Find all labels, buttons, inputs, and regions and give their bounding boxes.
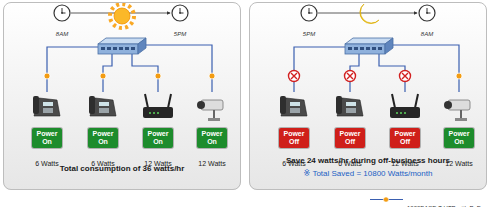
wattage-text: 6 Watts: [35, 160, 58, 167]
panel-summary-text: Save 24 watts/hr during off-business hou…: [250, 156, 486, 166]
power-status-text: Power On: [199, 130, 225, 146]
day-timeline: [54, 5, 70, 21]
legend-swatch: [370, 197, 403, 202]
poe-dot: [456, 73, 462, 79]
poe-wires: [294, 47, 345, 92]
power-cut-mark: [402, 73, 408, 79]
legend-text: 1000BASE-T UTP with PoE: [407, 205, 481, 207]
powered-device: [197, 100, 223, 121]
poe-dot: [100, 73, 106, 79]
power-cut-mark: [345, 71, 356, 82]
panel-ground: [3, 2, 241, 190]
power-status-box: Power Off12 Watts: [390, 128, 420, 148]
legend-swatch: [383, 197, 388, 202]
time-label: 8AM: [421, 31, 433, 37]
night-timeline: [301, 5, 317, 21]
day-timeline: [172, 5, 188, 21]
scenario-panel: Power On6 WattsPower On6 WattsPower On12…: [3, 2, 241, 190]
power-cut-mark: [347, 73, 353, 79]
summary-holder: Total consumption of 36 watts/hr: [4, 164, 240, 174]
power-status-text: Power On: [90, 130, 116, 146]
power-status-text: Power On: [145, 130, 171, 146]
poe-dot: [209, 73, 215, 79]
power-status-text: Power On: [446, 130, 472, 146]
night-timeline: [419, 5, 435, 21]
time-label-holder: 8AM: [421, 22, 433, 40]
powered-device: [89, 96, 116, 116]
powered-device: [33, 94, 470, 121]
power-cut-mark: [289, 71, 411, 82]
poe-wires: [132, 54, 158, 92]
power-status-text: Power On: [34, 130, 60, 146]
power-status-box: Power Off6 Watts: [279, 128, 309, 148]
power-status-box: Power Off6 Watts: [335, 128, 365, 148]
panel-ground: [249, 2, 487, 190]
network-switch: [98, 38, 393, 54]
powered-device: [33, 96, 60, 116]
time-label-holder: 5PM: [174, 22, 186, 40]
night-timeline: [301, 4, 435, 24]
day-timeline: [110, 4, 134, 28]
time-label: 5PM: [174, 31, 186, 37]
time-label: 8AM: [56, 31, 68, 37]
power-cut-mark: [289, 71, 300, 82]
panel-summary-text: ※ Total Saved = 10800 Watts/month: [250, 169, 486, 179]
day-timeline: [54, 4, 188, 28]
poe-wires: [393, 45, 459, 92]
wattage-holder: 6 Watts: [35, 152, 58, 170]
network-switch: [98, 38, 146, 54]
powered-device: [143, 94, 173, 118]
poe-dot: [44, 73, 50, 79]
day-timeline: [114, 8, 130, 24]
powered-device: [390, 94, 420, 118]
time-label-holder: 8AM: [56, 22, 68, 40]
network-switch: [345, 38, 393, 54]
time-label: 5PM: [303, 31, 315, 37]
powered-device: [280, 96, 307, 116]
night-timeline: [360, 4, 379, 24]
scenario-panel: Power Off6 WattsPower Off6 WattsPower Of…: [249, 2, 487, 190]
summary-holder: Save 24 watts/hr during off-business hou…: [250, 156, 486, 166]
powered-device: [336, 96, 363, 116]
power-status-box: Power On12 Watts: [197, 128, 227, 148]
poe-dot: [155, 73, 161, 79]
powered-device: [444, 100, 470, 121]
power-status-box: Power On12 Watts: [444, 128, 474, 148]
panel-summary-text: Total consumption of 36 watts/hr: [4, 164, 240, 174]
summary-holder: ※ Total Saved = 10800 Watts/month: [250, 169, 486, 179]
power-status-text: Power Off: [281, 130, 307, 146]
wattage-text: 12 Watts: [198, 160, 225, 167]
time-label-holder: 5PM: [303, 22, 315, 40]
power-status-box: Power On6 Watts: [32, 128, 62, 148]
power-status-text: Power Off: [337, 130, 363, 146]
power-cut-mark: [291, 73, 297, 79]
poe-wires: [146, 45, 212, 92]
power-cut-mark: [400, 71, 411, 82]
poe-wires: [47, 47, 98, 92]
wattage-holder: 12 Watts: [198, 152, 225, 170]
power-status-text: Power Off: [392, 130, 418, 146]
power-status-box: Power On12 Watts: [143, 128, 173, 148]
power-status-box: Power On6 Watts: [88, 128, 118, 148]
legend-entry: 1000BASE-T UTP with PoE: [407, 196, 481, 207]
night-timeline: [318, 13, 417, 14]
